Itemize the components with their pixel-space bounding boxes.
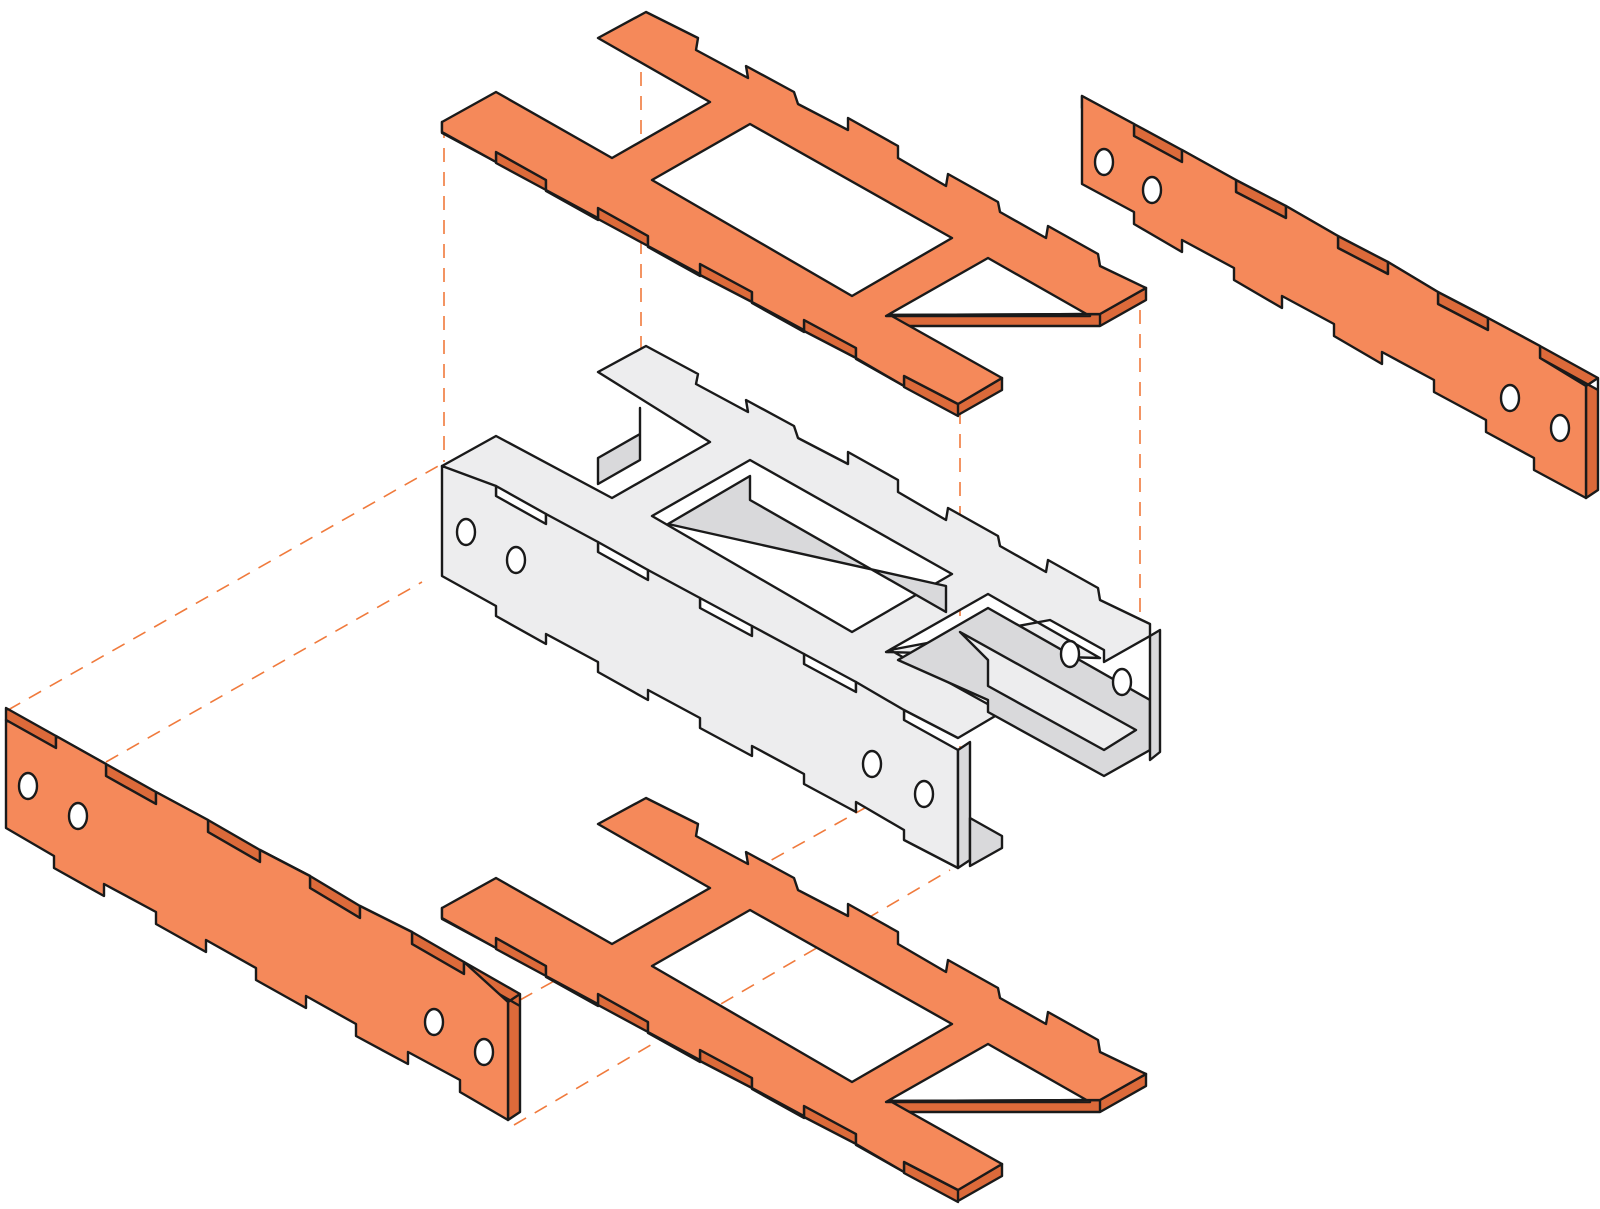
bottom-plate-face [440, 796, 1148, 1192]
bottom-plate [440, 796, 1148, 1204]
hole-icon [861, 749, 883, 779]
assembled-frame [440, 344, 1162, 870]
assembled-inner-wall [596, 406, 642, 486]
right-side-plate-face [1080, 94, 1588, 500]
assembled-right-edge [1148, 628, 1162, 762]
hole-icon [1059, 639, 1081, 669]
hole-icon [1549, 413, 1571, 443]
hole-icon [1499, 383, 1521, 413]
hole-icon [913, 779, 935, 809]
hole-icon [505, 545, 527, 575]
hole-icon [1093, 147, 1115, 177]
hole-icon [67, 801, 89, 831]
assembled-side-edge [956, 740, 972, 870]
top-plate-face [440, 10, 1148, 406]
guide-line [513, 869, 951, 1126]
right-side-plate [1080, 94, 1600, 500]
hole-icon [1141, 175, 1163, 205]
assembled-inner-floor [958, 630, 1138, 752]
left-side-plate [4, 706, 522, 1122]
left-side-plate-face [4, 718, 510, 1122]
hole-icon [473, 1037, 495, 1067]
hole-icon [1111, 667, 1133, 697]
hole-icon [423, 1007, 445, 1037]
hole-icon [455, 517, 477, 547]
assembled-bottom-lip [968, 816, 1004, 868]
top-plate [440, 10, 1148, 418]
assembled-inner-wall [666, 474, 948, 614]
hole-icon [17, 771, 39, 801]
guide-line [105, 581, 423, 763]
guide-line [7, 464, 441, 711]
